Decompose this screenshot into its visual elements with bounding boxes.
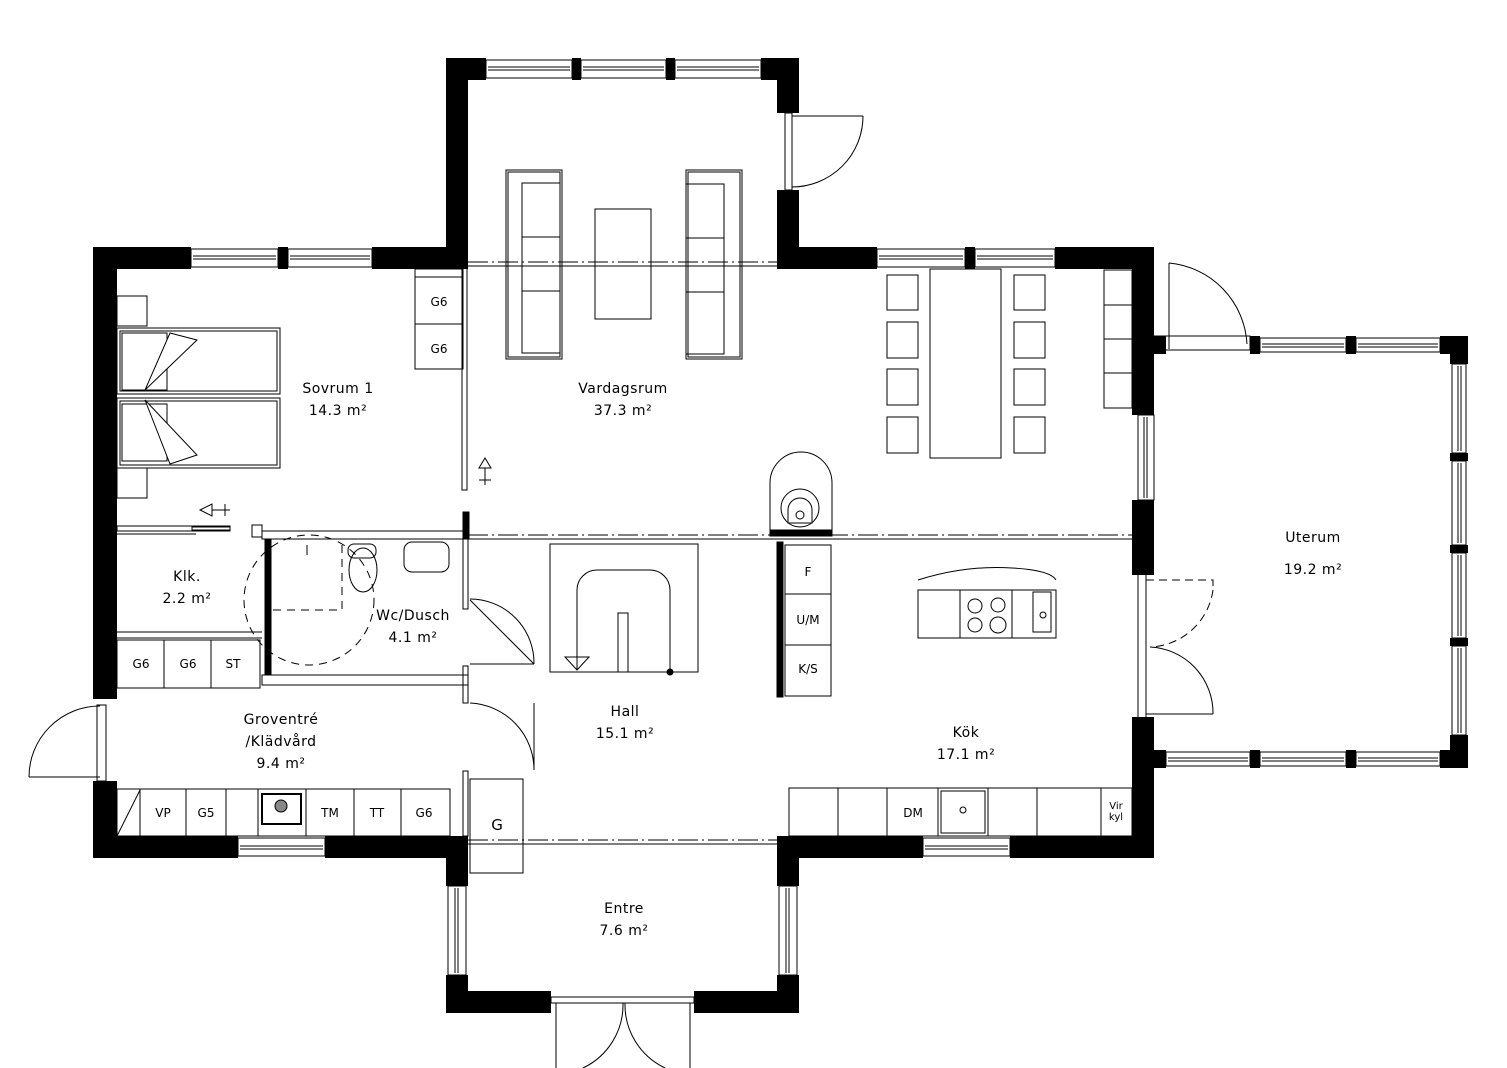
room-hall: Hall 15.1 m² [596, 701, 654, 745]
kitchen-unit-label: F [804, 565, 812, 579]
storage-label: G6 [179, 657, 197, 671]
room-area: 7.6 m² [599, 923, 649, 939]
unit-label: G6 [415, 806, 433, 820]
room-groventre: Groventré /Klädvård 9.4 m² [244, 709, 319, 775]
fridge-label-1: Vir [1109, 801, 1123, 812]
room-name: Vardagsrum [578, 381, 668, 397]
doors [28, 112, 1251, 1068]
unit-label: G5 [197, 806, 215, 820]
room-area: 19.2 m² [1283, 562, 1343, 578]
interior-partitions [117, 261, 1132, 845]
windows [190, 59, 1467, 1012]
unit-label: TT [369, 806, 385, 820]
room-area: 37.3 m² [593, 403, 653, 419]
dishwasher-label: DM [903, 806, 923, 820]
fridge-label-2: kyl [1108, 812, 1124, 823]
room-name: Sovrum 1 [302, 381, 374, 397]
room-sovrum: Sovrum 1 14.3 m² [302, 378, 373, 422]
room-name: Wc/Dusch [376, 608, 450, 624]
room-vardagsrum: Vardagsrum 37.3 m² [578, 378, 668, 422]
room-name: Klk. [173, 569, 201, 585]
room-klk: Klk. 2.2 m² [163, 566, 212, 610]
wardrobe-label: G6 [430, 295, 448, 309]
room-uterum: Uterum 19.2 m² [1284, 522, 1342, 586]
room-area: 15.1 m² [595, 726, 655, 742]
kitchen-unit-label: K/S [798, 662, 818, 676]
room-name: Entre [604, 901, 644, 917]
room-kok: Kök 17.1 m² [937, 722, 995, 766]
unit-label: TM [321, 806, 339, 820]
room-wc: Wc/Dusch 4.1 m² [376, 605, 450, 649]
room-area: 2.2 m² [162, 591, 212, 607]
room-name: Kök [952, 725, 980, 741]
storage-label: G6 [132, 657, 150, 671]
walls [93, 58, 1468, 1013]
entre-wardrobe-label: G [491, 816, 503, 834]
room-name-2: /Klädvård [245, 734, 317, 750]
room-area: 14.3 m² [308, 403, 368, 419]
fridge-label: Vir kyl [1109, 801, 1123, 823]
room-name: Hall [610, 704, 640, 720]
room-entre: Entre 7.6 m² [600, 898, 649, 942]
furniture [116, 169, 1133, 874]
kitchen-unit-label: U/M [796, 613, 820, 627]
unit-label: VP [155, 806, 171, 820]
room-name: Groventré [243, 712, 319, 728]
storage-label: ST [225, 657, 241, 671]
room-area: 17.1 m² [936, 747, 996, 763]
room-area: 4.1 m² [388, 630, 438, 646]
room-name: Uterum [1285, 530, 1341, 546]
room-area: 9.4 m² [256, 756, 306, 772]
wardrobe-label: G6 [430, 342, 448, 356]
